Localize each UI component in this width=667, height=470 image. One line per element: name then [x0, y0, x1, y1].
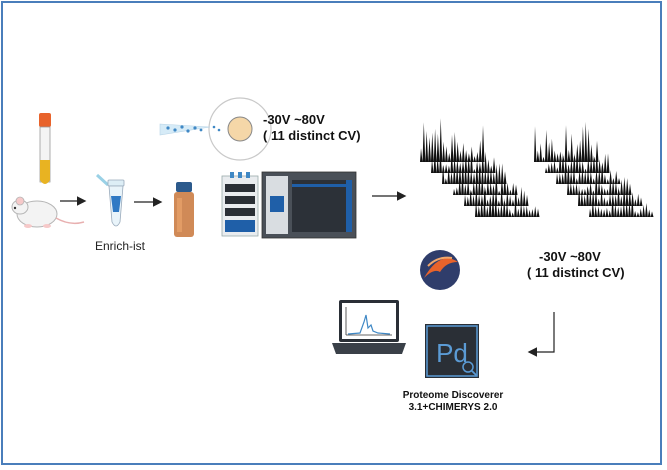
software-line2: 3.1+CHIMERYS 2.0 — [408, 402, 498, 413]
lc-ms-icon — [221, 171, 357, 239]
spectra-icon — [420, 118, 654, 217]
software-line1: Proteome Discoverer — [402, 390, 504, 401]
spectrum-trace — [420, 118, 485, 162]
software-caption: Proteome Discoverer 3.1+CHIMERYS 2.0 — [385, 390, 521, 414]
microtube-icon — [95, 173, 125, 227]
proteome-discoverer-icon: Pd — [425, 324, 479, 378]
laptop-chromatogram-icon — [332, 300, 406, 354]
spectrum-trace — [589, 195, 654, 217]
spectrum-trace — [567, 174, 632, 195]
faims-icon — [159, 97, 272, 161]
sample-vial-icon — [174, 182, 194, 237]
spectrum-trace — [578, 184, 643, 206]
mouse-icon — [11, 196, 85, 228]
spectrum-trace — [545, 151, 610, 173]
cv-top-line1: -30V ~80V — [263, 112, 325, 127]
spectrum-trace — [431, 151, 496, 173]
cv-bottom-line1: -30V ~80V — [539, 249, 601, 264]
spectrum-trace — [475, 195, 540, 217]
blood-tube-icon — [39, 113, 51, 184]
spectrum-trace — [464, 185, 529, 206]
cv-bottom-line2: ( 11 distinct CV) — [527, 265, 625, 280]
spectrum-trace — [556, 162, 621, 184]
spectrum-trace — [453, 173, 518, 195]
pd-logo-text: Pd — [436, 338, 468, 368]
cv-top-line2: ( 11 distinct CV) — [263, 128, 361, 143]
arrow-to-pd — [527, 312, 555, 357]
spectrum-trace — [442, 163, 507, 184]
enrich-label: Enrich-ist — [95, 239, 146, 253]
chimerys-logo-icon — [420, 250, 460, 290]
spectrum-trace — [534, 121, 599, 162]
